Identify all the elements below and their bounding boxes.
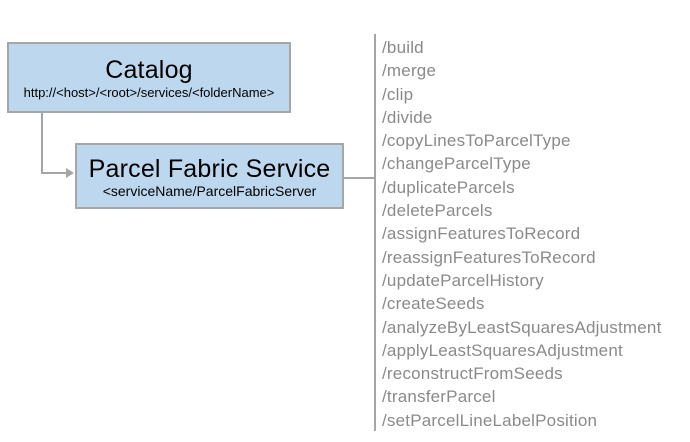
parcel-fabric-service-url: <serviceName/ParcelFabricServer [102,182,317,199]
connector-service-horizontal [344,177,375,179]
catalog-url: http://<host>/<root>/services/<folderNam… [23,85,275,100]
endpoint-list: /build /merge /clip /divide /copyLinesTo… [382,36,662,432]
endpoint-item: /divide [382,107,433,127]
endpoint-item: /duplicateParcels [382,177,515,197]
endpoint-item: /applyLeastSquaresAdjustment [382,340,623,360]
catalog-node: Catalog http://<host>/<root>/services/<f… [7,42,291,113]
endpoint-item: /transferParcel [382,387,496,407]
connector-catalog-horizontal [41,172,67,174]
catalog-title: Catalog [105,56,193,84]
parcel-fabric-service-node: Parcel Fabric Service <serviceName/Parce… [75,143,344,209]
endpoint-item: /reassignFeaturesToRecord [382,247,596,267]
endpoint-item: /setParcelLineLabelPosition [382,410,598,430]
endpoint-item: /clip [382,84,414,104]
endpoint-item: /updateParcelHistory [382,270,544,290]
endpoint-item: /build [382,38,424,57]
parcel-fabric-service-title: Parcel Fabric Service [88,154,331,183]
endpoint-item: /copyLinesToParcelType [382,131,571,151]
endpoint-item: /deleteParcels [382,201,493,221]
endpoint-item: /analyzeByLeastSquaresAdjustment [382,317,662,337]
endpoint-item: /reconstructFromSeeds [382,364,563,384]
endpoint-item: /assignFeaturesToRecord [382,224,581,244]
endpoint-item: /changeParcelType [382,154,531,174]
endpoint-item: /merge [382,61,437,81]
endpoint-separator-line [374,34,376,431]
arrowhead-icon [66,168,74,178]
endpoint-item: /createSeeds [382,294,485,314]
connector-catalog-vertical [41,113,43,174]
